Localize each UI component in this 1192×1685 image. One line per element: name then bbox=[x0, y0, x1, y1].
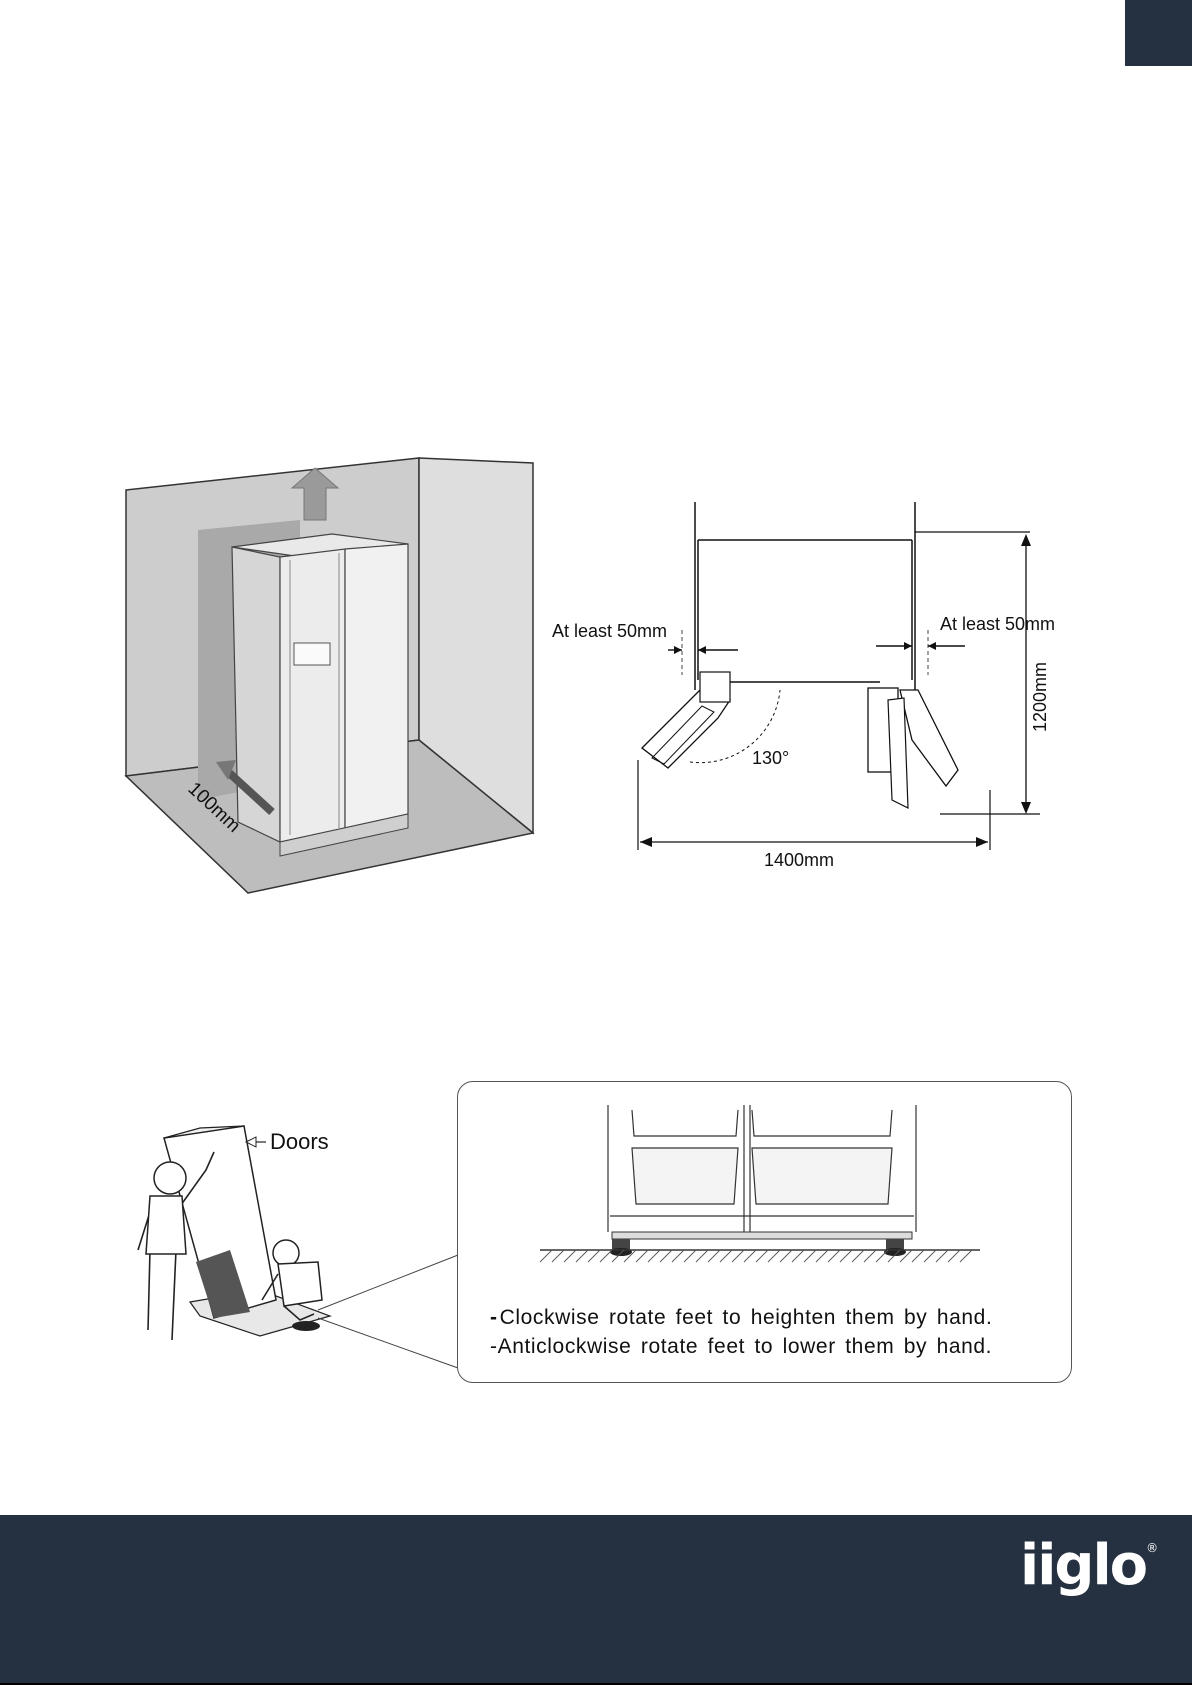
registered-mark: ® bbox=[1146, 1541, 1158, 1555]
brand-logo-text: iiglo bbox=[1020, 1533, 1146, 1598]
instruction-bullet: - bbox=[490, 1306, 498, 1329]
instruction-lower-text: Anticlockwise rotate feet to lower them … bbox=[498, 1335, 993, 1358]
instruction-raise-text: Clockwise rotate feet to heighten them b… bbox=[500, 1306, 993, 1329]
instruction-bullet: - bbox=[490, 1335, 498, 1358]
feet-instruction-raise: -Clockwise rotate feet to heighten them … bbox=[490, 1306, 992, 1330]
feet-instruction-lower: -Anticlockwise rotate feet to lower them… bbox=[490, 1335, 992, 1359]
brand-logo: iiglo® bbox=[1020, 1533, 1158, 1598]
page-footer: iiglo® bbox=[0, 1515, 1192, 1685]
